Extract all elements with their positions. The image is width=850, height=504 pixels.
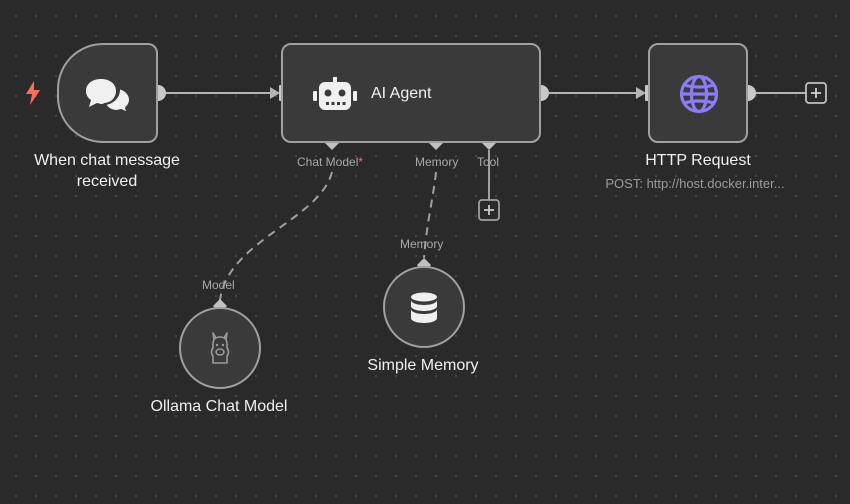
memory-output-label: Memory bbox=[400, 237, 444, 251]
tool-port-label: Tool bbox=[477, 155, 500, 169]
chat-trigger-label-line1: When chat message bbox=[34, 152, 180, 169]
connection-memory-to-agent[interactable] bbox=[423, 171, 437, 259]
ollama-chat-model-node[interactable] bbox=[179, 307, 261, 389]
memory-port-label: Memory bbox=[415, 155, 459, 169]
chat-trigger-label-line2: received bbox=[76, 173, 138, 190]
simple-memory-label: Simple Memory bbox=[367, 357, 479, 374]
chat-trigger-node[interactable] bbox=[57, 43, 158, 143]
database-icon bbox=[411, 292, 437, 323]
robot-icon bbox=[313, 77, 357, 110]
http-request-label: HTTP Request bbox=[645, 152, 751, 169]
ollama-chat-model-label: Ollama Chat Model bbox=[150, 398, 288, 415]
llama-icon bbox=[210, 332, 230, 364]
http-request-node[interactable] bbox=[648, 43, 748, 143]
connection-arrow bbox=[270, 87, 280, 99]
connection-model-to-agent[interactable] bbox=[219, 171, 333, 301]
model-output-label: Model bbox=[202, 278, 235, 292]
simple-memory-node[interactable] bbox=[383, 266, 465, 348]
required-marker: * bbox=[358, 155, 364, 169]
chat-bubbles-icon bbox=[86, 79, 131, 114]
ai-agent-title: AI Agent bbox=[371, 85, 432, 102]
chat-model-label-text: Chat Model bbox=[297, 155, 359, 169]
chat-model-port-label: Chat Model* bbox=[297, 155, 363, 169]
add-tool-button[interactable] bbox=[478, 199, 500, 221]
globe-icon bbox=[679, 74, 719, 114]
lightning-bolt-icon bbox=[26, 81, 40, 105]
connection-arrow bbox=[636, 87, 646, 99]
chat-trigger-label: When chat message received bbox=[7, 150, 207, 192]
http-request-subtitle: POST: http://host.docker.inter... bbox=[605, 176, 785, 191]
ai-agent-node[interactable]: AI Agent bbox=[281, 43, 541, 143]
add-node-after-http-button[interactable] bbox=[805, 82, 827, 104]
